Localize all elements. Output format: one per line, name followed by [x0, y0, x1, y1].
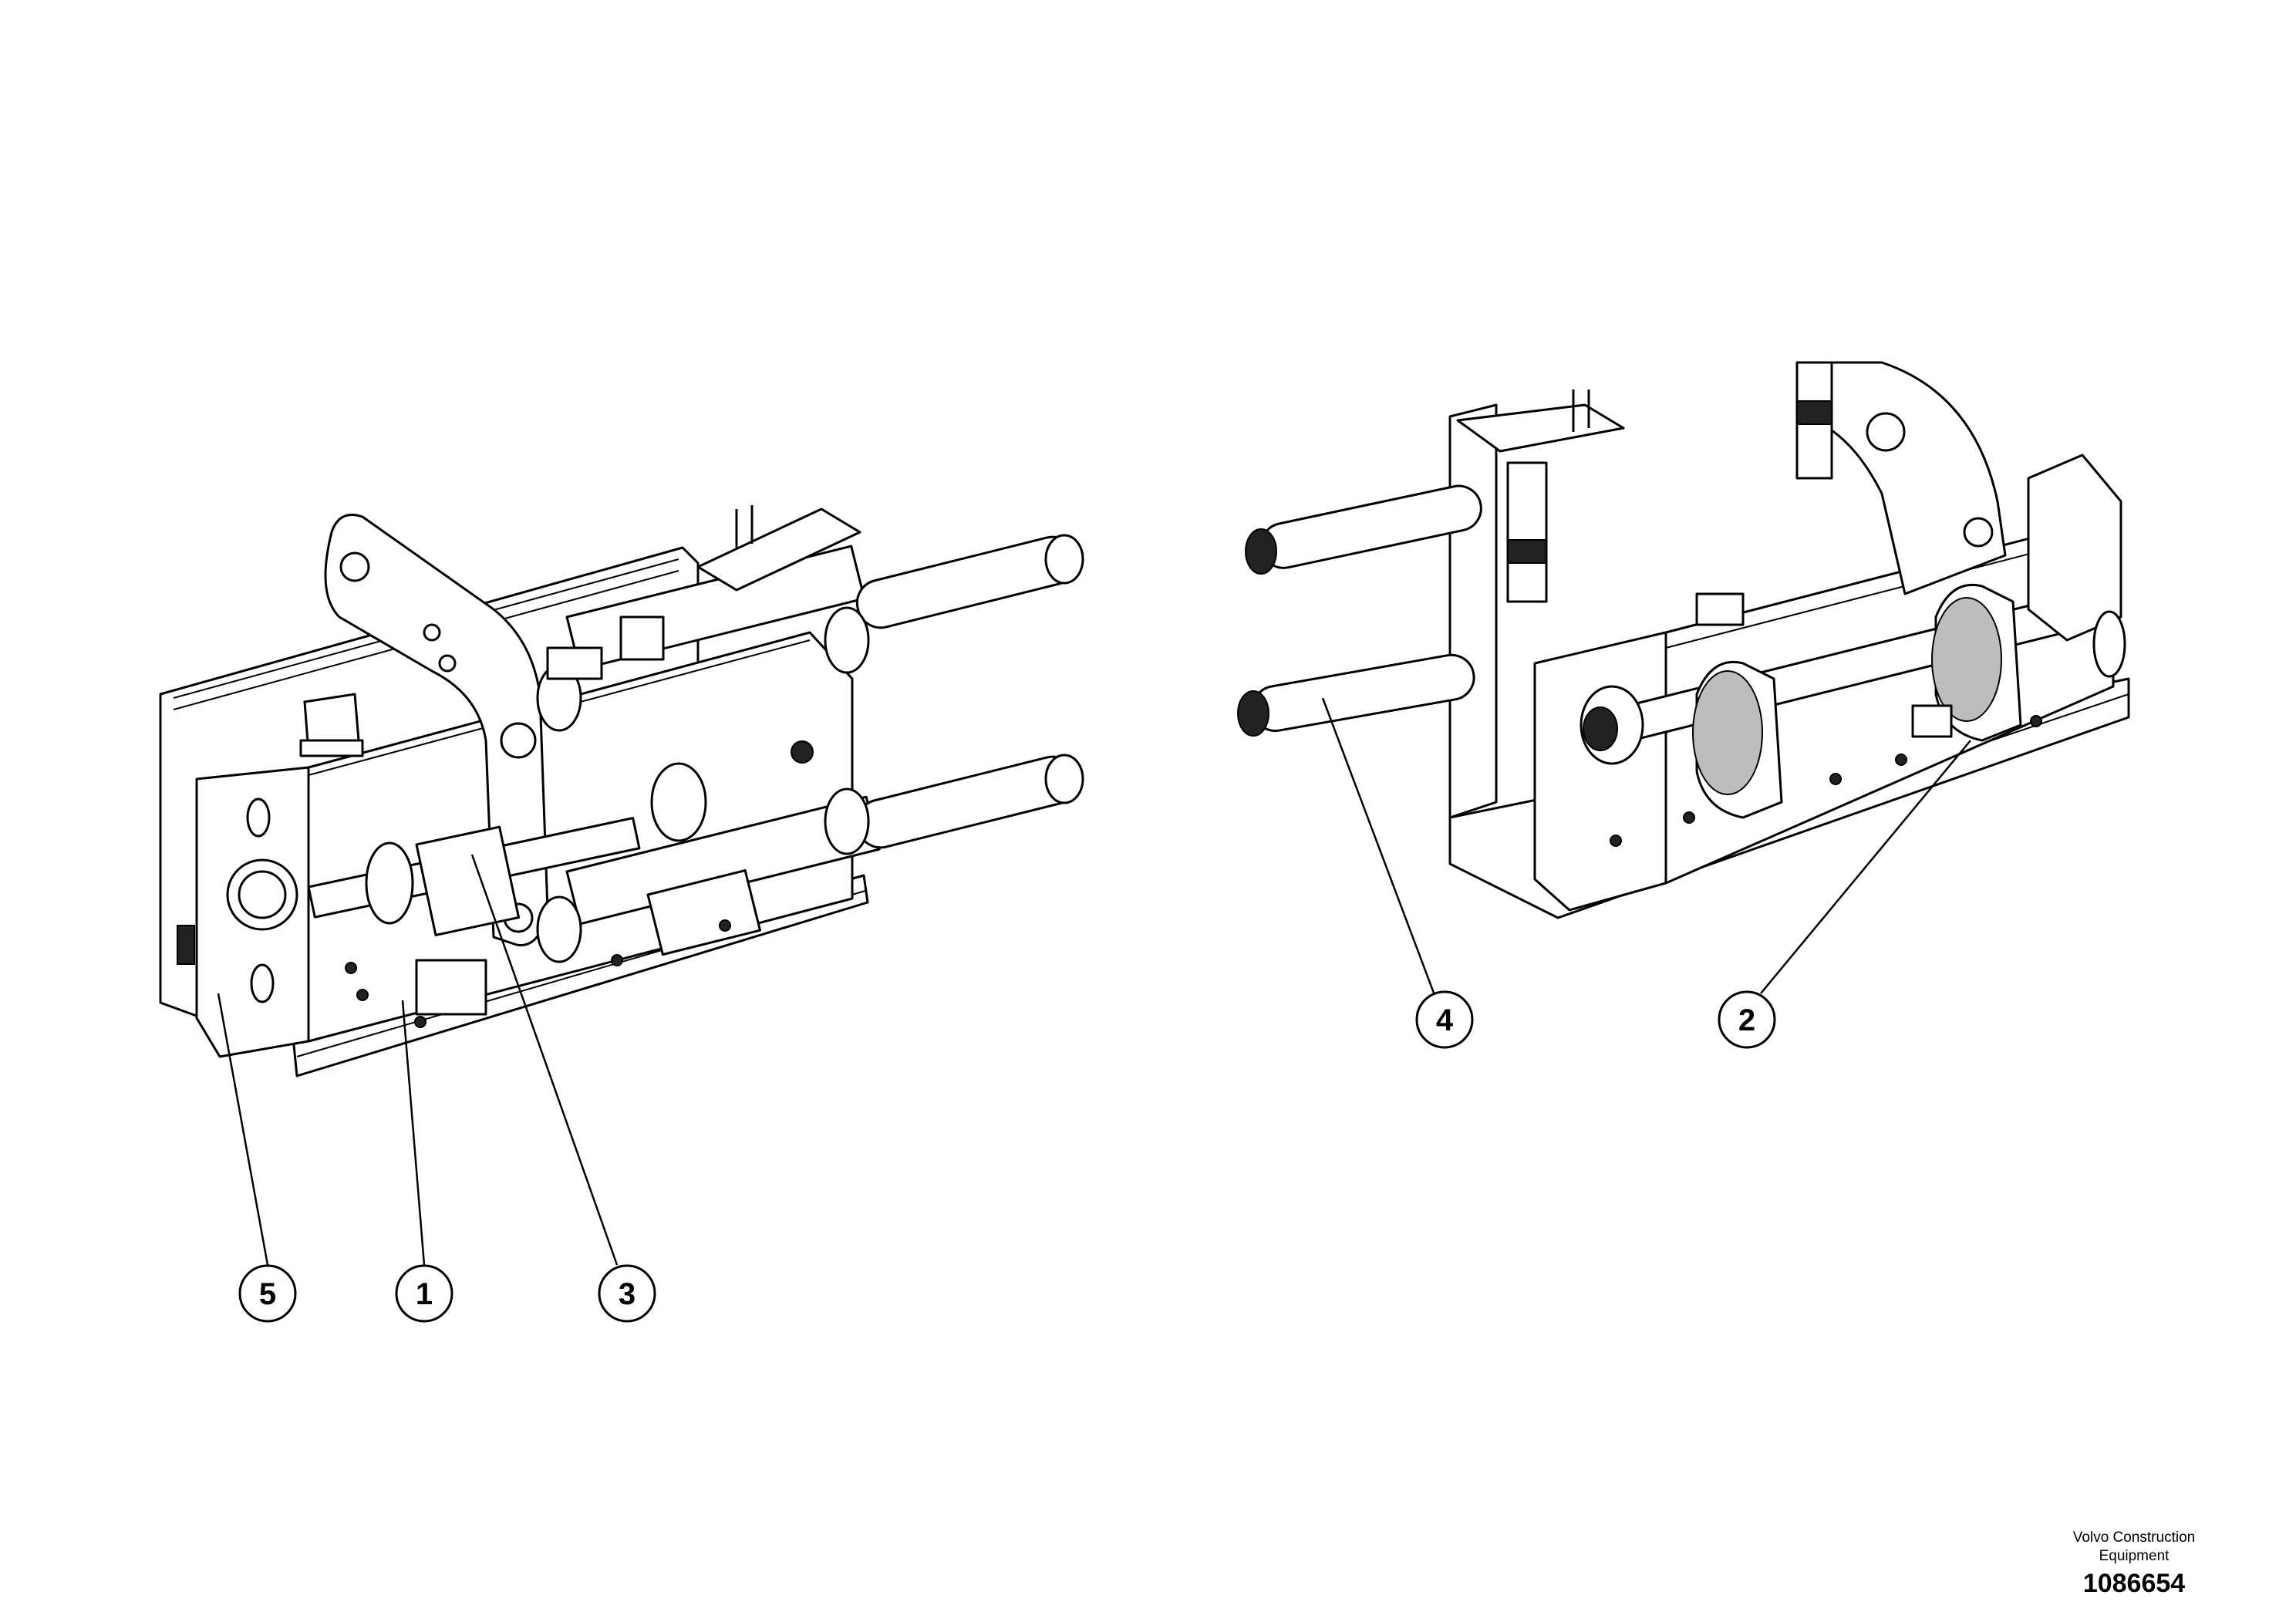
- leader-line-3: [470, 854, 619, 1266]
- leader-line-1: [401, 1000, 426, 1266]
- right-assembly-illustration: [1237, 361, 2130, 919]
- callout-2: 2: [1718, 990, 1776, 1049]
- leader-lines: [217, 697, 1971, 1266]
- callout-2-label: 2: [1738, 1003, 1755, 1037]
- leader-line-4: [1321, 697, 1436, 996]
- callout-4: 4: [1415, 990, 1474, 1049]
- callout-4-label: 4: [1436, 1003, 1454, 1037]
- document-number: 1086654: [2082, 1569, 2186, 1598]
- callout-1-label: 1: [416, 1277, 433, 1311]
- callout-3: 3: [598, 1264, 656, 1323]
- callout-1: 1: [395, 1264, 453, 1323]
- callout-3-label: 3: [619, 1277, 636, 1311]
- company-name: Volvo Construction Equipment: [2072, 1529, 2196, 1564]
- leader-line-2: [1760, 740, 1971, 994]
- left-assembly-illustration: [159, 505, 1084, 1077]
- title-block: Volvo Construction Equipment 1086654: [2018, 1529, 2250, 1599]
- callout-5-label: 5: [259, 1277, 276, 1311]
- callout-5: 5: [238, 1264, 297, 1323]
- leader-line-5: [217, 993, 269, 1266]
